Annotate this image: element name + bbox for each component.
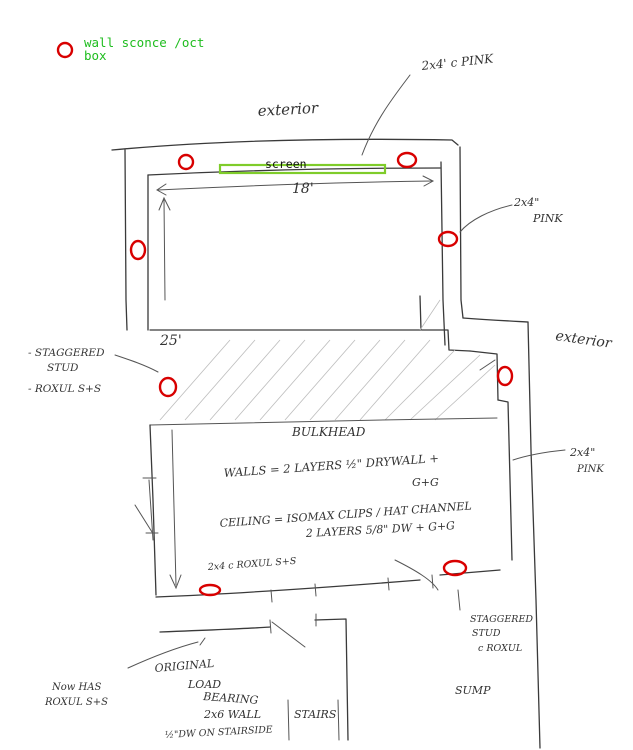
bottom-wall xyxy=(155,579,421,598)
step-wall-inner xyxy=(149,295,422,331)
exterior-wall-outer xyxy=(111,138,459,151)
bottom-tick-4 xyxy=(431,574,434,589)
legend-text: wall sconce /oct box xyxy=(84,35,205,63)
lower-left-wall xyxy=(149,424,157,596)
dimension-width-arrow xyxy=(156,175,435,196)
bottom-tick-2 xyxy=(314,583,317,597)
label-staggered-bottom-2: STUD xyxy=(472,628,501,639)
label-walls-2: G+G xyxy=(412,476,439,489)
leader-roxul-bottom xyxy=(457,589,461,611)
leader-staggered-left xyxy=(114,354,159,373)
stair-wall-top xyxy=(159,626,271,633)
label-pink-right-a2: PINK xyxy=(532,212,563,225)
label-original-3: BEARING xyxy=(202,690,259,707)
label-staggered-bottom-3: c ROXUL xyxy=(478,643,522,654)
original-wall-line xyxy=(199,637,206,646)
label-sump: SUMP xyxy=(455,684,491,697)
wall-sconce-8 xyxy=(442,559,468,577)
label-bulkhead: BULKHEAD xyxy=(291,425,366,439)
door-arc-bottom xyxy=(394,559,439,591)
label-staggered-left-3: - ROXUL S+S xyxy=(28,383,101,395)
label-pink-right-a: 2x4" xyxy=(513,196,539,209)
bottom-tick-1 xyxy=(270,589,273,603)
door-swing-left xyxy=(148,479,154,541)
door-swing-arc xyxy=(134,504,153,533)
stair-wall-right xyxy=(314,618,349,741)
bottom-tick-3 xyxy=(387,577,390,591)
wall-sconce-1 xyxy=(177,153,195,171)
room-wall-right-upper xyxy=(440,161,446,346)
label-original-2: LOAD xyxy=(187,678,221,691)
step-wall xyxy=(462,317,529,323)
leader-right-exterior xyxy=(479,359,496,371)
stair-bar xyxy=(287,699,290,741)
bulkhead-line xyxy=(149,417,498,426)
wall-sconce-5 xyxy=(158,376,178,398)
label-now-has-2: ROXUL S+S xyxy=(44,697,108,708)
wall-sconce-6 xyxy=(496,365,514,387)
wall-sconce-3 xyxy=(129,239,147,261)
stair-tick-2 xyxy=(269,619,272,634)
label-pink-top: 2x4' c PINK xyxy=(420,51,495,73)
label-pink-right-b: 2x4" xyxy=(569,446,595,459)
room-wall-right-outer xyxy=(459,146,464,319)
label-exterior-top: exterior xyxy=(257,99,319,120)
stair-bar-2 xyxy=(337,699,340,741)
label-walls-1: WALLS = 2 LAYERS ½" DRYWALL + xyxy=(223,451,439,480)
screen-label: screen xyxy=(265,157,307,171)
label-staggered-bottom-1: STAGGERED xyxy=(470,614,533,625)
exterior-wall-left-outer xyxy=(124,149,128,331)
leader-pink-right-b xyxy=(512,449,566,461)
wall-sconce-7 xyxy=(198,583,222,597)
label-original-4: 2x6 WALL xyxy=(203,708,261,721)
label-original-5: ½"DW ON STAIRSIDE xyxy=(165,724,273,741)
outer-right-wall xyxy=(527,321,541,749)
leader-pink-top xyxy=(361,74,411,156)
room-wall-top xyxy=(147,167,441,176)
label-dim-length: 25' xyxy=(159,333,182,349)
right-wall-lower xyxy=(497,399,513,561)
screen-rectangle xyxy=(218,163,387,175)
step-wall-in2 xyxy=(421,329,471,352)
right-wall-mid xyxy=(469,350,499,401)
label-staggered-left-2: STUD xyxy=(47,362,79,374)
label-dim-width: 18' xyxy=(292,181,314,197)
stair-wall-door xyxy=(271,621,306,648)
label-staggered-left-1: - STAGGERED xyxy=(28,347,105,359)
leader-pink-right-a xyxy=(459,204,513,233)
wall-sconce-2 xyxy=(396,151,418,169)
bulkhead-hatch xyxy=(159,299,496,421)
label-roxul-bottom: 2x4 c ROXUL S+S xyxy=(206,556,297,573)
dimension-length-arrow xyxy=(158,196,182,590)
leader-now-has xyxy=(127,641,199,669)
label-exterior-right: exterior xyxy=(554,328,613,352)
legend-sconce-symbol xyxy=(56,41,74,59)
label-pink-right-b2: PINK xyxy=(576,464,604,475)
label-now-has-1: Now HAS xyxy=(51,682,101,693)
label-stairs: STAIRS xyxy=(294,708,337,721)
wall-sconce-4 xyxy=(437,230,459,248)
label-original-1: ORIGINAL xyxy=(154,657,215,675)
